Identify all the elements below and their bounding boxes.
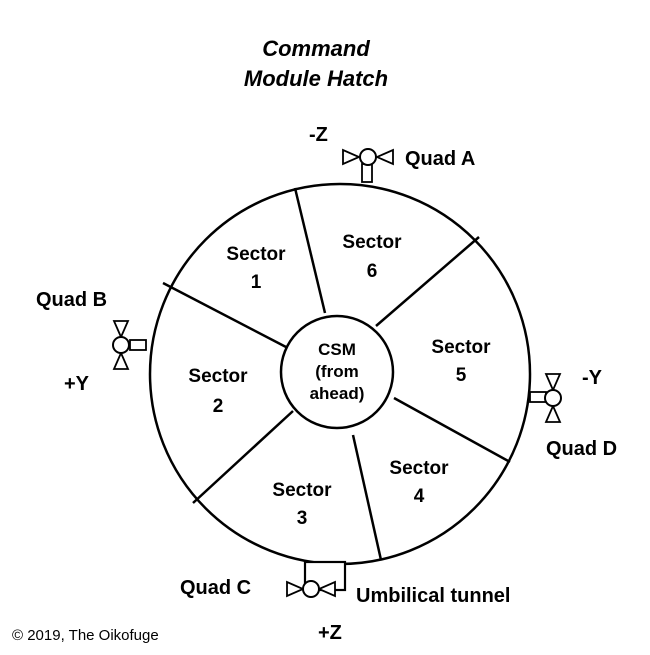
sector-6-label: Sector <box>342 232 402 253</box>
sector-6-number: 6 <box>367 261 378 282</box>
sector-3-label: Sector <box>272 480 332 501</box>
sector-2-number: 2 <box>213 396 224 417</box>
center-label-line-3: ahead) <box>310 384 365 403</box>
center-circle <box>279 314 395 430</box>
divider-3-4 <box>351 434 383 561</box>
sector-4-number: 4 <box>414 486 425 507</box>
quad-b-thruster-icon <box>112 320 147 370</box>
center-label-line-1: CSM <box>318 340 356 359</box>
axis-plus-z-label: +Z <box>318 622 342 644</box>
sector-3-number: 3 <box>297 508 308 529</box>
quad-c-label: Quad C <box>180 577 251 599</box>
quad-b-label: Quad B <box>36 289 107 311</box>
divider-2-3 <box>192 410 294 504</box>
sector-2-label: Sector <box>188 366 248 387</box>
divider-5-6 <box>375 236 480 327</box>
title-line-1: Command <box>262 36 370 61</box>
axis-plus-y-label: +Y <box>64 373 90 395</box>
sector-1-number: 1 <box>251 272 262 293</box>
divider-4-5 <box>393 396 511 464</box>
divider-1-6 <box>293 187 327 314</box>
center-label-line-2: (from <box>315 362 358 381</box>
sector-4-label: Sector <box>389 458 449 479</box>
axis-minus-z-label: -Z <box>309 124 328 146</box>
title-line-2: Module Hatch <box>244 66 388 91</box>
copyright-notice: © 2019, The Oikofuge <box>12 627 159 644</box>
sector-5-label: Sector <box>431 337 491 358</box>
quad-a-thruster-icon <box>342 148 394 183</box>
axis-minus-y-label: -Y <box>582 367 603 389</box>
sector-5-number: 5 <box>456 365 467 386</box>
sector-1-label: Sector <box>226 244 286 265</box>
quad-c-thruster-icon <box>286 580 336 598</box>
quad-d-label: Quad D <box>546 438 617 460</box>
quad-a-label: Quad A <box>405 148 475 170</box>
umbilical-tunnel-shape <box>303 560 347 592</box>
quad-d-thruster-icon <box>529 373 562 423</box>
umbilical-tunnel-label: Umbilical tunnel <box>356 585 510 607</box>
divider-1-2 <box>162 281 287 349</box>
